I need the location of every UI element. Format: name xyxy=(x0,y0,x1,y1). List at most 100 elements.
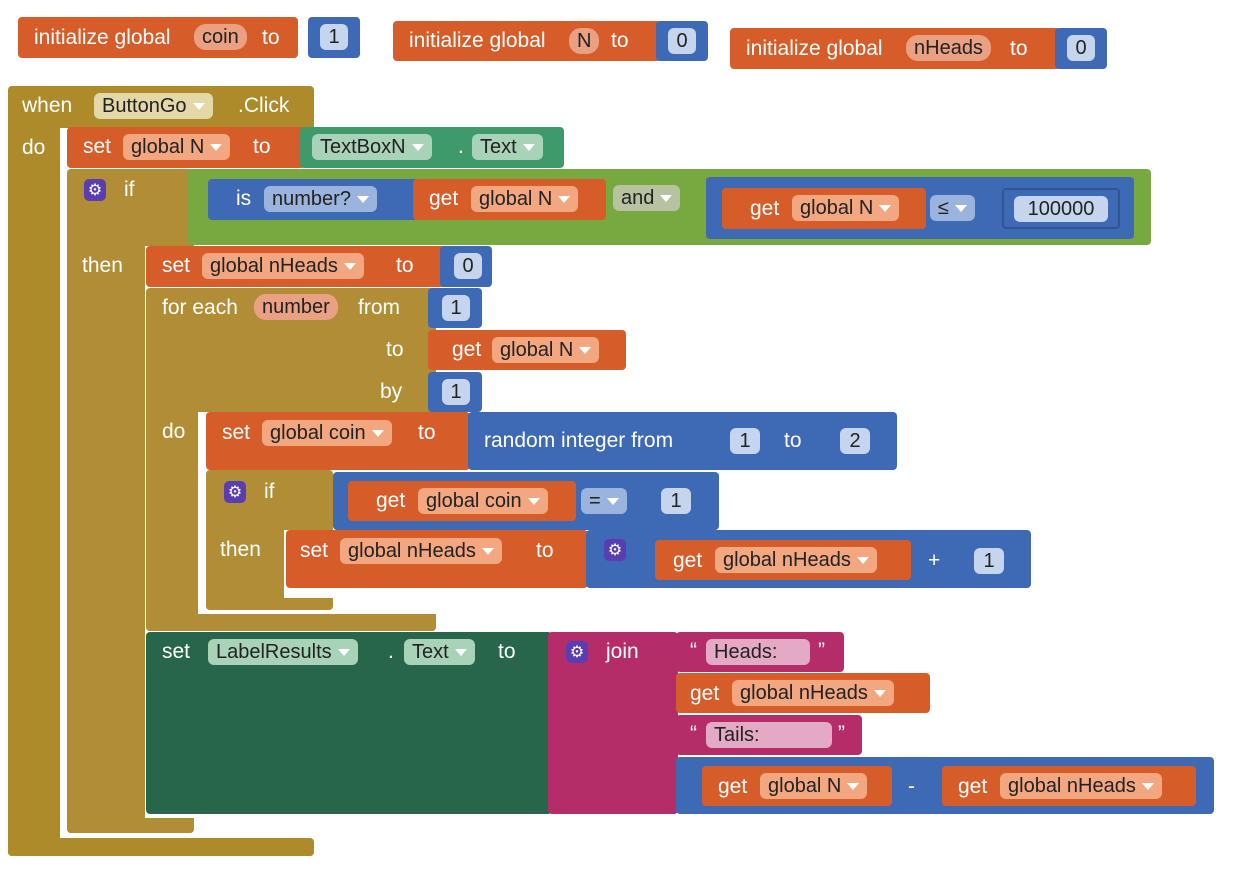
number-0-block[interactable]: 0 xyxy=(440,246,492,287)
dropdown-caret-icon xyxy=(481,548,494,556)
var-dropdown-global-nheads[interactable]: global nHeads xyxy=(732,680,894,706)
var-dropdown-global-nheads[interactable]: global nHeads xyxy=(202,253,364,279)
get-label: get xyxy=(673,549,703,572)
get-label: get xyxy=(690,682,720,705)
to-label: to xyxy=(418,421,436,444)
var-dropdown-global-nheads[interactable]: global nHeads xyxy=(1000,773,1162,799)
init-global-label: initialize global xyxy=(746,37,883,60)
global-name-nheads[interactable]: nHeads xyxy=(906,35,991,61)
inner-if-bottom-bar xyxy=(206,598,333,610)
global-name-n[interactable]: N xyxy=(569,28,600,54)
gear-icon[interactable]: ⚙ xyxy=(566,641,588,663)
get-global-nheads-block[interactable]: get global nHeads xyxy=(655,540,911,580)
init-global-n-block[interactable]: initialize global N to xyxy=(393,21,661,61)
if-label: if xyxy=(124,178,135,201)
get-global-n-compare[interactable]: get global N xyxy=(722,188,926,229)
get-label: get xyxy=(429,187,459,210)
dropdown-caret-icon xyxy=(660,195,673,203)
dropdown-caret-icon xyxy=(558,196,571,204)
get-label: get xyxy=(452,338,482,361)
to-label: to xyxy=(253,135,271,158)
from-label: from xyxy=(358,296,400,319)
init-global-coin-block[interactable]: initialize global coin to xyxy=(18,17,298,58)
set-label: set xyxy=(300,539,329,562)
dropdown-caret-icon xyxy=(879,205,892,213)
number-value[interactable]: 1 xyxy=(320,24,348,50)
var-dropdown-global-nheads[interactable]: global nHeads xyxy=(715,547,877,573)
init-nheads-value-block[interactable]: 0 xyxy=(1055,28,1107,69)
set-global-coin-block[interactable]: set global coin to xyxy=(206,412,470,470)
init-n-value-block[interactable]: 0 xyxy=(656,21,708,61)
plus-label: + xyxy=(928,549,941,572)
number-value[interactable]: 1 xyxy=(442,379,470,405)
get-global-coin-block[interactable]: get global coin xyxy=(348,481,576,521)
minus-label: - xyxy=(908,775,915,798)
text-heads-block[interactable]: “ Heads: ” xyxy=(676,632,844,672)
dot-label: . xyxy=(388,640,394,663)
init-global-nheads-block[interactable]: initialize global nHeads to xyxy=(730,28,1060,69)
set-global-nheads-increment[interactable]: set global nHeads to xyxy=(286,530,588,588)
var-dropdown-global-n[interactable]: global N xyxy=(471,186,579,212)
number-value[interactable]: 100000 xyxy=(1014,196,1108,222)
number-value[interactable]: 1 xyxy=(974,548,1004,574)
when-label: when xyxy=(22,94,73,117)
text-value-tails[interactable]: Tails: xyxy=(706,722,832,748)
random-high-value[interactable]: 2 xyxy=(840,428,870,454)
property-dropdown-text[interactable]: Text xyxy=(472,134,543,160)
compare-operator-dropdown[interactable]: ≤ xyxy=(930,195,975,221)
dropdown-caret-icon xyxy=(1141,783,1154,791)
textboxn-text-getter[interactable]: TextBoxN . Text xyxy=(300,127,564,168)
var-dropdown-global-n[interactable]: global N xyxy=(792,195,900,221)
number-value[interactable]: 1 xyxy=(661,488,691,514)
from-value-block[interactable]: 1 xyxy=(428,288,482,328)
get-global-nheads-subtract[interactable]: get global nHeads xyxy=(942,766,1196,806)
gear-icon[interactable]: ⚙ xyxy=(224,481,246,503)
set-labelresults-text-block[interactable]: set LabelResults . Text to xyxy=(146,632,552,814)
var-dropdown-global-n[interactable]: global N xyxy=(760,773,868,799)
var-dropdown-global-n[interactable]: global N xyxy=(123,134,231,160)
by-value-block[interactable]: 1 xyxy=(428,372,482,412)
then-label: then xyxy=(82,254,123,277)
dot-label: . xyxy=(458,135,464,158)
equals-operator-dropdown[interactable]: = xyxy=(581,488,627,514)
set-global-n-block[interactable]: set global N to xyxy=(67,127,305,168)
gear-icon[interactable]: ⚙ xyxy=(84,179,106,201)
var-dropdown-global-nheads[interactable]: global nHeads xyxy=(340,538,502,564)
random-integer-block[interactable]: random integer from 1 to 2 xyxy=(468,412,897,470)
init-to-label: to xyxy=(262,26,280,49)
global-name-coin[interactable]: coin xyxy=(194,24,247,50)
number-value[interactable]: 0 xyxy=(1067,35,1095,61)
get-global-nheads-join[interactable]: get global nHeads xyxy=(676,673,930,713)
var-dropdown-global-n[interactable]: global N xyxy=(492,337,600,363)
random-low-value[interactable]: 1 xyxy=(730,428,760,454)
join-block[interactable]: ⚙ join xyxy=(548,632,678,814)
var-dropdown-global-coin[interactable]: global coin xyxy=(418,488,548,514)
init-coin-value-block[interactable]: 1 xyxy=(308,17,360,58)
get-global-n-subtract[interactable]: get global N xyxy=(702,766,892,806)
set-global-nheads-block[interactable]: set global nHeads to xyxy=(146,246,446,287)
number-value[interactable]: 1 xyxy=(442,295,470,321)
property-dropdown-text[interactable]: Text xyxy=(404,639,475,665)
get-global-n-block[interactable]: get global N xyxy=(413,179,606,220)
text-tails-block[interactable]: “ Tails: ” xyxy=(676,715,862,755)
gear-icon[interactable]: ⚙ xyxy=(604,539,626,561)
is-number-dropdown[interactable]: number? xyxy=(264,186,377,212)
var-dropdown-global-coin[interactable]: global coin xyxy=(262,420,392,446)
get-label: get xyxy=(958,775,988,798)
dropdown-caret-icon xyxy=(210,144,223,152)
number-value[interactable]: 0 xyxy=(454,253,482,279)
and-operator-dropdown[interactable]: and xyxy=(613,185,681,211)
for-each-label: for each xyxy=(162,296,238,319)
loop-variable-number[interactable]: number xyxy=(254,294,338,320)
number-100000-block[interactable]: 100000 xyxy=(1002,188,1120,229)
is-number-block[interactable]: is number? xyxy=(208,179,418,220)
text-value-heads[interactable]: Heads: xyxy=(706,639,810,665)
is-label: is xyxy=(236,187,252,210)
get-global-n-loop-to[interactable]: get global N xyxy=(428,330,626,370)
close-quote-label: ” xyxy=(818,639,825,662)
number-value[interactable]: 0 xyxy=(668,28,696,54)
component-dropdown-buttongo[interactable]: ButtonGo xyxy=(94,93,213,119)
component-dropdown-textboxn[interactable]: TextBoxN xyxy=(312,134,432,160)
component-dropdown-labelresults[interactable]: LabelResults xyxy=(208,639,358,665)
dropdown-caret-icon xyxy=(337,649,350,657)
